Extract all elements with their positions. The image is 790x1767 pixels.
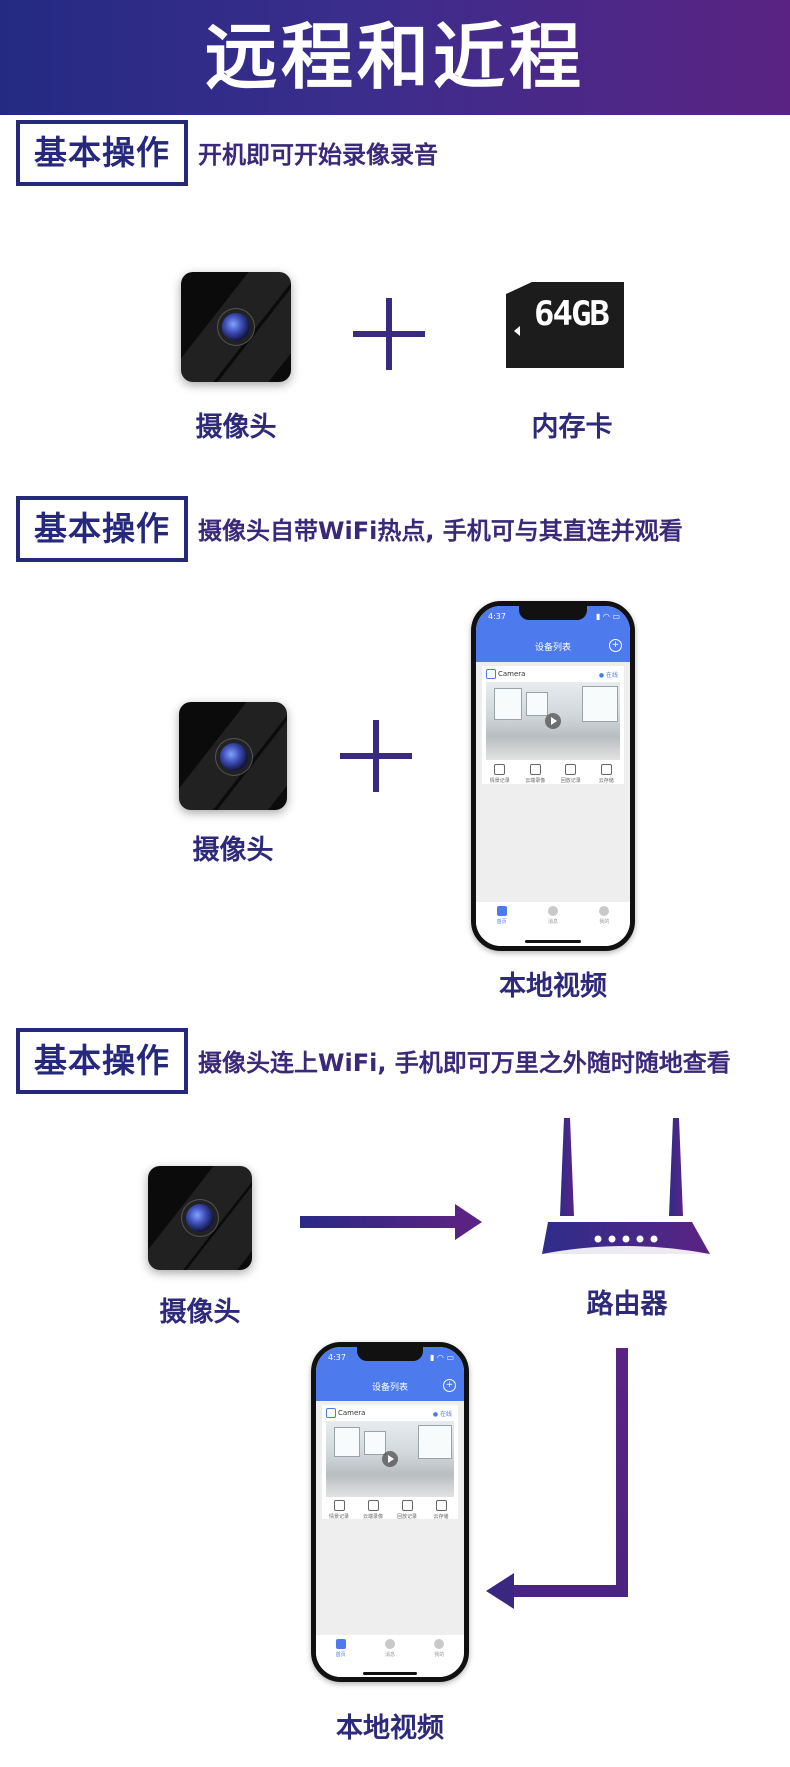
device-status: ● 在线 [598,672,618,679]
record-icon [494,764,506,775]
user-icon [434,1639,445,1649]
home-indicator [363,1672,417,1675]
phone-app-body: Camera ● 在线 情景记录 云端录像 回放记录 云存储 [316,1401,464,1635]
nav-profile[interactable]: 我的 [599,902,609,946]
lens-icon [186,1204,214,1232]
phone-mockup: 4:37 ▮ ◠ ▭ 设备列表 + Camera ● 在线 情景记录 云端录像 … [311,1342,469,1682]
home-icon [335,1639,346,1649]
memory-card-label: 内存卡 [531,412,613,443]
record-icon [333,1500,345,1511]
video-icon [529,764,541,775]
phone-app-body: Camera ● 在线 情景记录 云端录像 回放记录 云存储 [476,662,630,902]
section-2-desc: 摄像头自带WiFi热点, 手机可与其直连并观看 [198,517,683,545]
device-actions: 情景记录 云端录像 回放记录 云存储 [482,764,624,784]
arrow-down-left-icon [486,1348,628,1609]
section-1-desc: 开机即可开始录像录音 [198,141,438,169]
nav-home[interactable]: 首页 [335,1635,346,1677]
action-playback[interactable]: 回放记录 [559,764,583,784]
sd-card-capacity: 64GB [534,294,610,334]
lens-icon [222,313,250,341]
phone-app-title: 设备列表 [534,643,571,653]
add-device-button[interactable]: + [609,639,622,652]
phone-bottom-nav: 首页 消息 我的 [316,1635,464,1677]
device-name: Camera [498,670,526,678]
home-icon [496,906,507,916]
section-3-desc: 摄像头连上WiFi, 手机即可万里之外随时随地查看 [198,1049,731,1077]
local-video-label: 本地视频 [499,971,607,1002]
add-device-button[interactable]: + [443,1379,456,1392]
nav-messages[interactable]: 消息 [384,1635,395,1677]
action-cloud-storage[interactable]: 云存储 [594,764,618,784]
device-camera-icon [326,1408,336,1418]
phone-mockup: 4:37 ▮ ◠ ▭ 设备列表 + Camera ● 在线 情景记录 云端录像 … [471,601,635,951]
phone-time: 4:37 [488,612,506,621]
phone-status-icons: ▮ ◠ ▭ [429,1353,454,1362]
nav-messages[interactable]: 消息 [547,902,558,946]
action-record[interactable]: 情景记录 [327,1500,351,1520]
nav-profile[interactable]: 我的 [434,1635,444,1677]
camera-image [148,1166,252,1270]
nav-home[interactable]: 首页 [496,902,507,946]
cloud-icon [435,1500,447,1511]
play-icon[interactable] [382,1451,398,1467]
message-icon [384,1639,395,1649]
device-card[interactable]: Camera ● 在线 情景记录 云端录像 回放记录 云存储 [482,666,624,784]
camera-preview-image[interactable] [326,1421,454,1497]
message-icon [547,906,558,916]
camera-label: 摄像头 [159,1297,241,1328]
phone-app-header: 4:37 ▮ ◠ ▭ 设备列表 + [476,606,630,662]
device-camera-icon [486,669,496,679]
router-icon [542,1118,710,1262]
play-icon[interactable] [545,713,561,729]
phone-bottom-nav: 首页 消息 我的 [476,902,630,946]
action-record[interactable]: 情景记录 [488,764,512,784]
action-playback[interactable]: 回放记录 [395,1500,419,1520]
sd-card-image: 64GB [506,282,624,368]
camera-label: 摄像头 [195,412,277,443]
router-label: 路由器 [586,1289,668,1320]
action-cloud-video[interactable]: 云端录像 [361,1500,385,1520]
cloud-icon [600,764,612,775]
playback-icon [565,764,577,775]
phone-time: 4:37 [328,1353,346,1362]
section-1-badge: 基本操作 [16,120,188,186]
lens-icon [220,743,248,771]
section-3-badge: 基本操作 [16,1028,188,1094]
phone-app-header: 4:37 ▮ ◠ ▭ 设备列表 + [316,1347,464,1401]
local-video-label: 本地视频 [336,1713,444,1744]
device-status: ● 在线 [432,1411,452,1418]
phone-status-icons: ▮ ◠ ▭ [595,612,620,621]
page-title: 远程和近程 [204,15,585,99]
camera-image [179,702,287,810]
action-cloud-video[interactable]: 云端录像 [523,764,547,784]
camera-label: 摄像头 [192,835,274,866]
device-name: Camera [338,1409,366,1417]
camera-image [181,272,291,382]
header-banner: 远程和近程 [0,0,790,115]
device-actions: 情景记录 云端录像 回放记录 云存储 [322,1500,458,1520]
home-indicator [525,940,581,943]
video-icon [367,1500,379,1511]
user-icon [599,906,610,916]
camera-preview-image[interactable] [486,682,620,760]
arrow-right-icon [300,1204,482,1240]
playback-icon [401,1500,413,1511]
section-2-badge: 基本操作 [16,496,188,562]
phone-app-title: 设备列表 [371,1383,408,1393]
action-cloud-storage[interactable]: 云存储 [429,1500,453,1520]
sd-card-marker-icon [514,326,520,336]
device-card[interactable]: Camera ● 在线 情景记录 云端录像 回放记录 云存储 [322,1405,458,1520]
